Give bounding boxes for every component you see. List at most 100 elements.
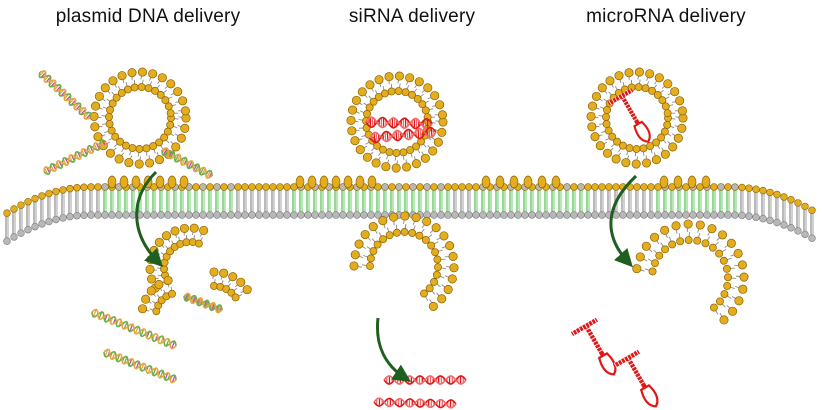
lipid-head <box>105 119 114 128</box>
lipid-head <box>357 87 367 97</box>
lipid-head <box>493 211 501 219</box>
lipid-head <box>472 183 480 191</box>
lipid-head <box>591 91 601 101</box>
lipid-head <box>734 296 744 306</box>
lipid-head <box>180 106 190 116</box>
lipid-head <box>385 231 394 240</box>
lipid-head <box>164 211 172 219</box>
lipid-head <box>430 278 438 286</box>
lipid-head <box>653 91 662 99</box>
lipid-head <box>167 175 177 189</box>
lipid-head <box>91 101 101 111</box>
lipid-head <box>171 211 179 219</box>
lipid-head <box>148 69 158 79</box>
lipid-head <box>194 239 203 248</box>
lipid-head <box>94 183 102 191</box>
lipid-head <box>437 211 445 219</box>
lipid-head <box>405 73 415 83</box>
lipid-head <box>24 198 32 206</box>
plasmid-dna-helix <box>43 139 107 175</box>
lipid-head <box>346 211 354 219</box>
lipid-head <box>570 211 578 219</box>
lipid-head <box>549 211 557 219</box>
lipid-head <box>355 175 365 189</box>
lipid-head <box>52 215 60 224</box>
lipid-head <box>654 211 662 219</box>
lipid-head <box>105 112 113 121</box>
lipid-head <box>421 236 430 244</box>
lipid-head <box>449 263 459 273</box>
lipid-head <box>633 211 641 219</box>
lipid-head <box>228 272 238 282</box>
lipid-head <box>192 183 200 191</box>
lipid-head <box>486 211 494 219</box>
lipid-head <box>671 221 681 231</box>
lipid-head <box>368 222 378 232</box>
lipid-head <box>717 183 725 191</box>
lipid-head <box>227 211 235 219</box>
lipid-head <box>107 175 117 189</box>
lipid-head <box>415 231 424 240</box>
lipid-head <box>73 212 81 220</box>
lipid-head <box>670 87 680 97</box>
sirna-duplex <box>369 126 437 144</box>
lipid-head <box>354 239 364 249</box>
plasmid-dna-helix <box>38 70 92 120</box>
lipid-head <box>325 211 333 219</box>
lipid-head <box>374 92 383 101</box>
lipid-head <box>808 206 816 214</box>
lipid-head <box>128 144 137 153</box>
lipid-head <box>433 137 443 147</box>
lipid-head <box>371 158 381 168</box>
lipid-head <box>176 133 186 143</box>
lipid-head <box>178 96 188 106</box>
lipid-head <box>144 84 153 93</box>
lipid-head <box>117 71 127 81</box>
lipid-head <box>420 153 430 163</box>
lipid-head <box>362 152 372 162</box>
liposome-mirna <box>586 67 688 169</box>
lipid-head <box>590 132 600 142</box>
lipid-head <box>682 211 690 219</box>
lipid-head <box>408 90 416 99</box>
lipid-head <box>794 227 802 235</box>
lipid-head <box>641 241 651 251</box>
lipid-head <box>591 211 599 219</box>
lipid-head <box>676 237 685 246</box>
lipid-head <box>618 141 627 150</box>
lipid-head <box>780 221 788 229</box>
sirna-duplex <box>383 375 467 385</box>
lipid-head <box>432 270 441 279</box>
endosome-sirna <box>349 211 459 312</box>
lipid-head <box>283 183 291 191</box>
lipid-head <box>766 188 774 197</box>
lipid-head <box>199 225 209 235</box>
lipid-head <box>17 201 25 209</box>
sirna-duplex <box>373 397 457 409</box>
lipid-head <box>428 301 438 312</box>
lipid-head <box>613 137 622 146</box>
lipid-head <box>227 183 235 191</box>
lipid-head <box>173 87 183 97</box>
lipid-head <box>639 144 648 153</box>
lipid-head <box>180 123 190 133</box>
lipid-head <box>731 183 739 191</box>
lipid-head <box>331 175 341 189</box>
lipid-head <box>587 122 597 132</box>
lipid-head <box>621 158 631 168</box>
lipid-head <box>737 260 747 270</box>
lipid-head <box>696 211 704 219</box>
lipid-head <box>422 216 432 226</box>
lipid-head <box>199 211 207 219</box>
lipid-head <box>787 224 795 232</box>
lipid-head <box>728 306 738 316</box>
lipid-head <box>465 183 473 191</box>
lipid-head <box>66 184 74 193</box>
liposome-sirna <box>346 71 448 173</box>
lipid-head <box>586 111 596 121</box>
lipid-head <box>31 222 39 231</box>
lipid-head <box>738 183 746 192</box>
lipid-head <box>392 149 401 157</box>
lipid-head <box>369 247 378 256</box>
lipid-head <box>645 69 655 79</box>
